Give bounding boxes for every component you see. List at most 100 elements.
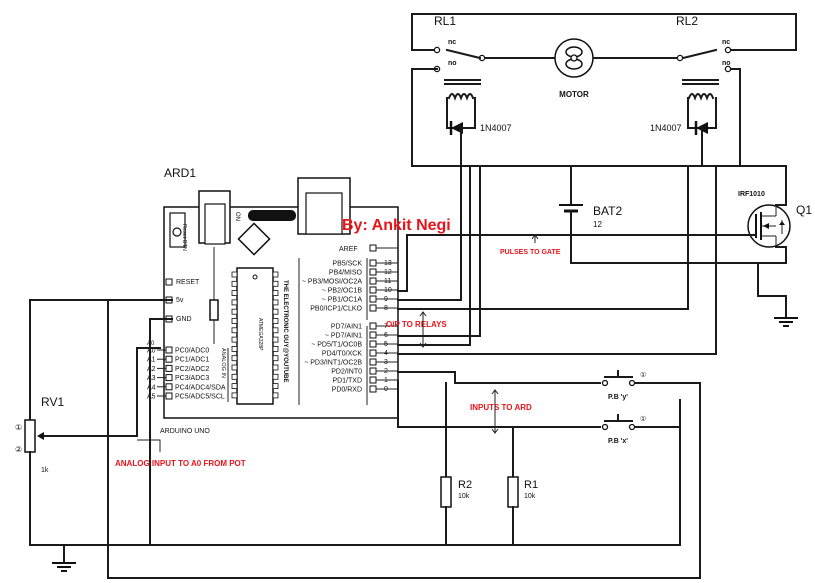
digital-pin-square — [369, 304, 377, 312]
rl2-nc-contact — [724, 46, 732, 54]
resistor-r2 — [440, 476, 452, 508]
wire-pin8-rl2 — [397, 165, 689, 310]
rl1-nc-label: nc — [448, 39, 456, 46]
analog-pin-name: PC1/ADC1 — [175, 357, 209, 364]
chip-pin — [231, 383, 238, 390]
digital-pin-square — [369, 349, 377, 357]
aref-label: AREF — [339, 246, 358, 253]
chip-pin — [231, 355, 238, 362]
analog-pin-number: A1 — [147, 357, 156, 364]
rl2-no-label: no — [722, 60, 731, 67]
digital-pin-square — [369, 268, 377, 276]
resistor-r1 — [507, 476, 519, 508]
arduino-board — [163, 177, 399, 419]
digital-pin-square — [369, 331, 377, 339]
analog-pin-number: A5 — [147, 394, 156, 401]
chip-pin — [272, 308, 279, 315]
digital-pin-name: PB0/ICP1/CLKO — [310, 306, 362, 313]
arduino-uno-label: ARDUINO UNO — [160, 428, 210, 435]
inputs-annotation: INPUTS TO ARD — [470, 403, 532, 412]
wire-pin7 — [397, 165, 481, 337]
chip-pin — [272, 373, 279, 380]
chip-pin — [272, 392, 279, 399]
rl1-label: RL1 — [434, 14, 456, 28]
on-label: ON — [234, 212, 240, 221]
rl2-common — [676, 54, 684, 62]
analog-pin-square — [165, 355, 173, 363]
digital-pin-square — [369, 286, 377, 294]
chip-pin — [272, 355, 279, 362]
on-led — [248, 210, 296, 221]
chip-pin — [231, 271, 238, 278]
r1-value: 10k — [524, 493, 536, 500]
reset-pin-label: RESET — [176, 279, 200, 286]
analog-pin-name: PC4/ADC4/SDA — [175, 384, 226, 391]
wire-mosfet-drain — [739, 165, 787, 206]
mosfet-label: IRF1010 — [738, 191, 765, 198]
pbx-symbol: ① — [640, 415, 646, 423]
analog-pin-square — [165, 364, 173, 372]
wire-pin9-rl1 — [397, 165, 462, 301]
digital-pin-square — [369, 259, 377, 267]
chip-pin — [231, 345, 238, 352]
digital-pin-name: ~ PB1/OC1A — [322, 297, 363, 304]
analog-pin-header: PC0/ADC0A0PC1/ADC1A1PC2/ADC2A2PC3/ADC3A3… — [147, 346, 226, 401]
rl2-label: RL2 — [676, 14, 698, 28]
push-button-x — [601, 414, 681, 431]
5v-pin-label: 5v — [176, 297, 184, 304]
analog-pin-number: A0 — [147, 348, 156, 355]
pulses-arrow — [531, 234, 539, 243]
chip-pin — [231, 373, 238, 380]
analog-pin-square — [165, 374, 173, 382]
chip-pin — [231, 280, 238, 287]
chip-pin — [231, 392, 238, 399]
digital-pin-name: PD4/T0/XCK — [322, 351, 362, 358]
pby-label: P.B 'y' — [608, 394, 628, 401]
analog-pin-name: PC0/ADC0 — [175, 348, 209, 355]
digital-pin-square — [369, 358, 377, 366]
digital-pin-name: ~ PD3/INT1/OC2B — [304, 360, 362, 367]
mosfet-q1 — [747, 204, 791, 248]
digital-pin-square — [369, 367, 377, 375]
rl2-diode-label: 1N4007 — [650, 123, 682, 133]
rl1-no-label: no — [448, 60, 457, 67]
analog-in-label: ANALOG IN — [220, 348, 226, 378]
inputs-arrow — [491, 389, 499, 434]
analog-pin-name: PC3/ADC3 — [175, 375, 209, 382]
analog-arrow — [137, 439, 161, 452]
chip-pin — [231, 299, 238, 306]
rl2-nc-label: nc — [722, 39, 730, 46]
digital-pin-name: PB5/SCK — [332, 261, 362, 268]
digital-pin-header: PB5/SCK13PB4/MISO12~ PB3/MOSI/OC2A11~ PB… — [302, 259, 398, 394]
aref-pin — [369, 244, 377, 252]
chip-pin — [272, 345, 279, 352]
pby-symbol: ① — [640, 371, 646, 379]
chip-pin — [231, 290, 238, 297]
digital-pin-name: ~ PB3/MOSI/OC2A — [302, 279, 362, 286]
chip-pin — [272, 364, 279, 371]
chip-pin — [272, 299, 279, 306]
pulses-annotation: PULSES TO GATE — [500, 249, 561, 256]
digital-pin-square — [369, 340, 377, 348]
wire-pin6 — [397, 165, 471, 346]
chip-pin — [272, 271, 279, 278]
wire-5v-rail — [107, 299, 701, 579]
ard-label: ARD1 — [164, 166, 196, 180]
chip-pin — [272, 327, 279, 334]
chip-pin — [231, 308, 238, 315]
chip-pin — [272, 336, 279, 343]
pot-pin-two: ② — [15, 445, 22, 454]
analog-pin-number: A2 — [147, 366, 156, 373]
push-button-y — [601, 370, 701, 387]
digital-pin-square — [369, 277, 377, 285]
motor-label: MOTOR — [559, 90, 589, 99]
digital-pin-name: PB4/MISO — [329, 270, 363, 277]
r2-value: 10k — [458, 493, 470, 500]
rl1-diode-label: 1N4007 — [480, 123, 512, 133]
chip-label: ATMEGA328P — [257, 318, 263, 351]
r1-label: R1 — [524, 479, 538, 491]
digital-pin-square — [369, 385, 377, 393]
wire-pin5-rl2gnd — [397, 165, 717, 355]
analog-pin-square — [165, 383, 173, 391]
r2-label: R2 — [458, 479, 472, 491]
